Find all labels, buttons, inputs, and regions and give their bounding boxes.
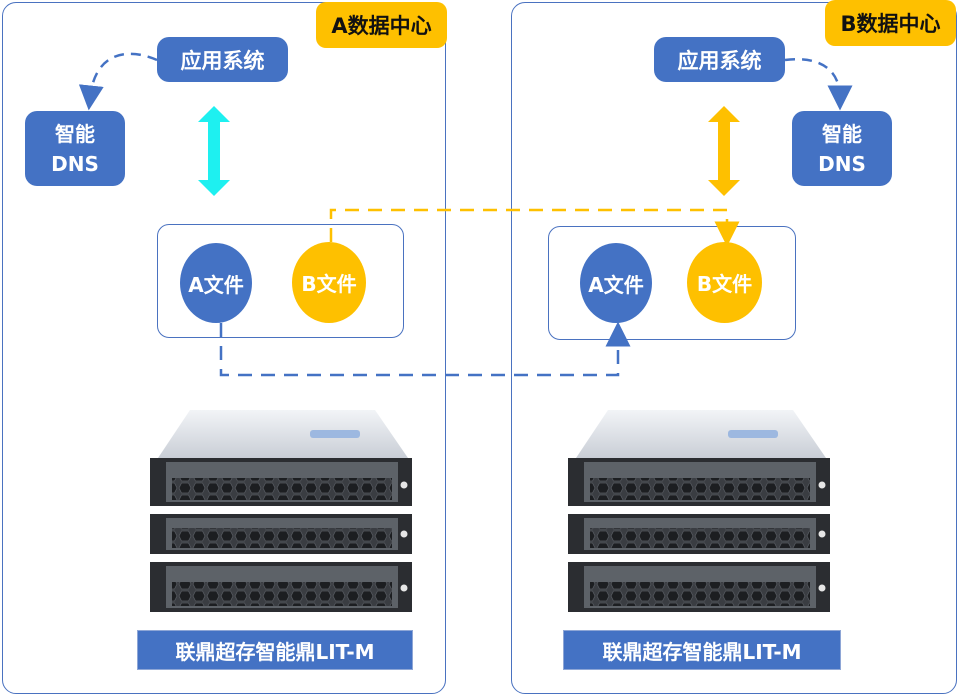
dns-label-line1: 智能	[822, 121, 862, 146]
dns-label-line1: 智能	[55, 121, 95, 146]
datacenter-a-server-stack	[150, 410, 420, 619]
datacenter-a-title: A数据中心	[316, 2, 447, 48]
datacenter-b-smart-dns: 智能 DNS	[792, 111, 892, 186]
datacenter-b-title: B数据中心	[825, 0, 956, 46]
datacenter-a-product-label: 联鼎超存智能鼎LIT-M	[137, 630, 413, 670]
datacenter-a-app-system: 应用系统	[157, 37, 288, 82]
datacenter-b-app-system: 应用系统	[654, 37, 785, 82]
datacenter-b-file-a: A文件	[580, 243, 652, 323]
datacenter-b-product-label: 联鼎超存智能鼎LIT-M	[563, 630, 841, 670]
datacenter-a-file-a: A文件	[180, 243, 252, 323]
datacenter-b-server-stack	[568, 410, 838, 619]
dns-label-line2: DNS	[818, 151, 866, 176]
datacenter-b-file-b: B文件	[687, 242, 762, 323]
datacenter-a-smart-dns: 智能 DNS	[25, 111, 125, 186]
server-rack-icon	[150, 410, 412, 612]
dns-label-line2: DNS	[51, 151, 99, 176]
datacenter-a-file-b: B文件	[292, 242, 366, 323]
server-rack-icon	[568, 410, 830, 612]
